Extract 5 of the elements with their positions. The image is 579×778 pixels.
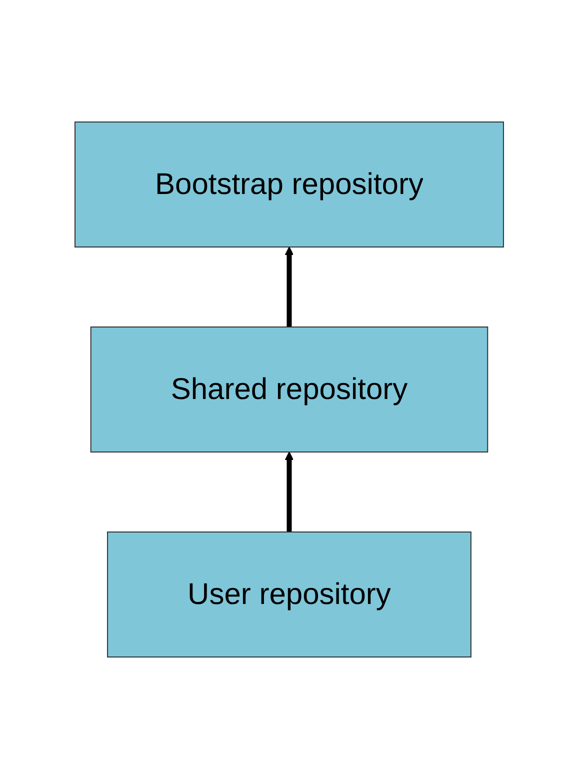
arrow: [285, 246, 294, 326]
arrow: [285, 451, 294, 532]
node-box: Shared repository: [90, 326, 488, 452]
node-box: Bootstrap repository: [74, 121, 504, 247]
node-box: User repository: [107, 531, 472, 657]
